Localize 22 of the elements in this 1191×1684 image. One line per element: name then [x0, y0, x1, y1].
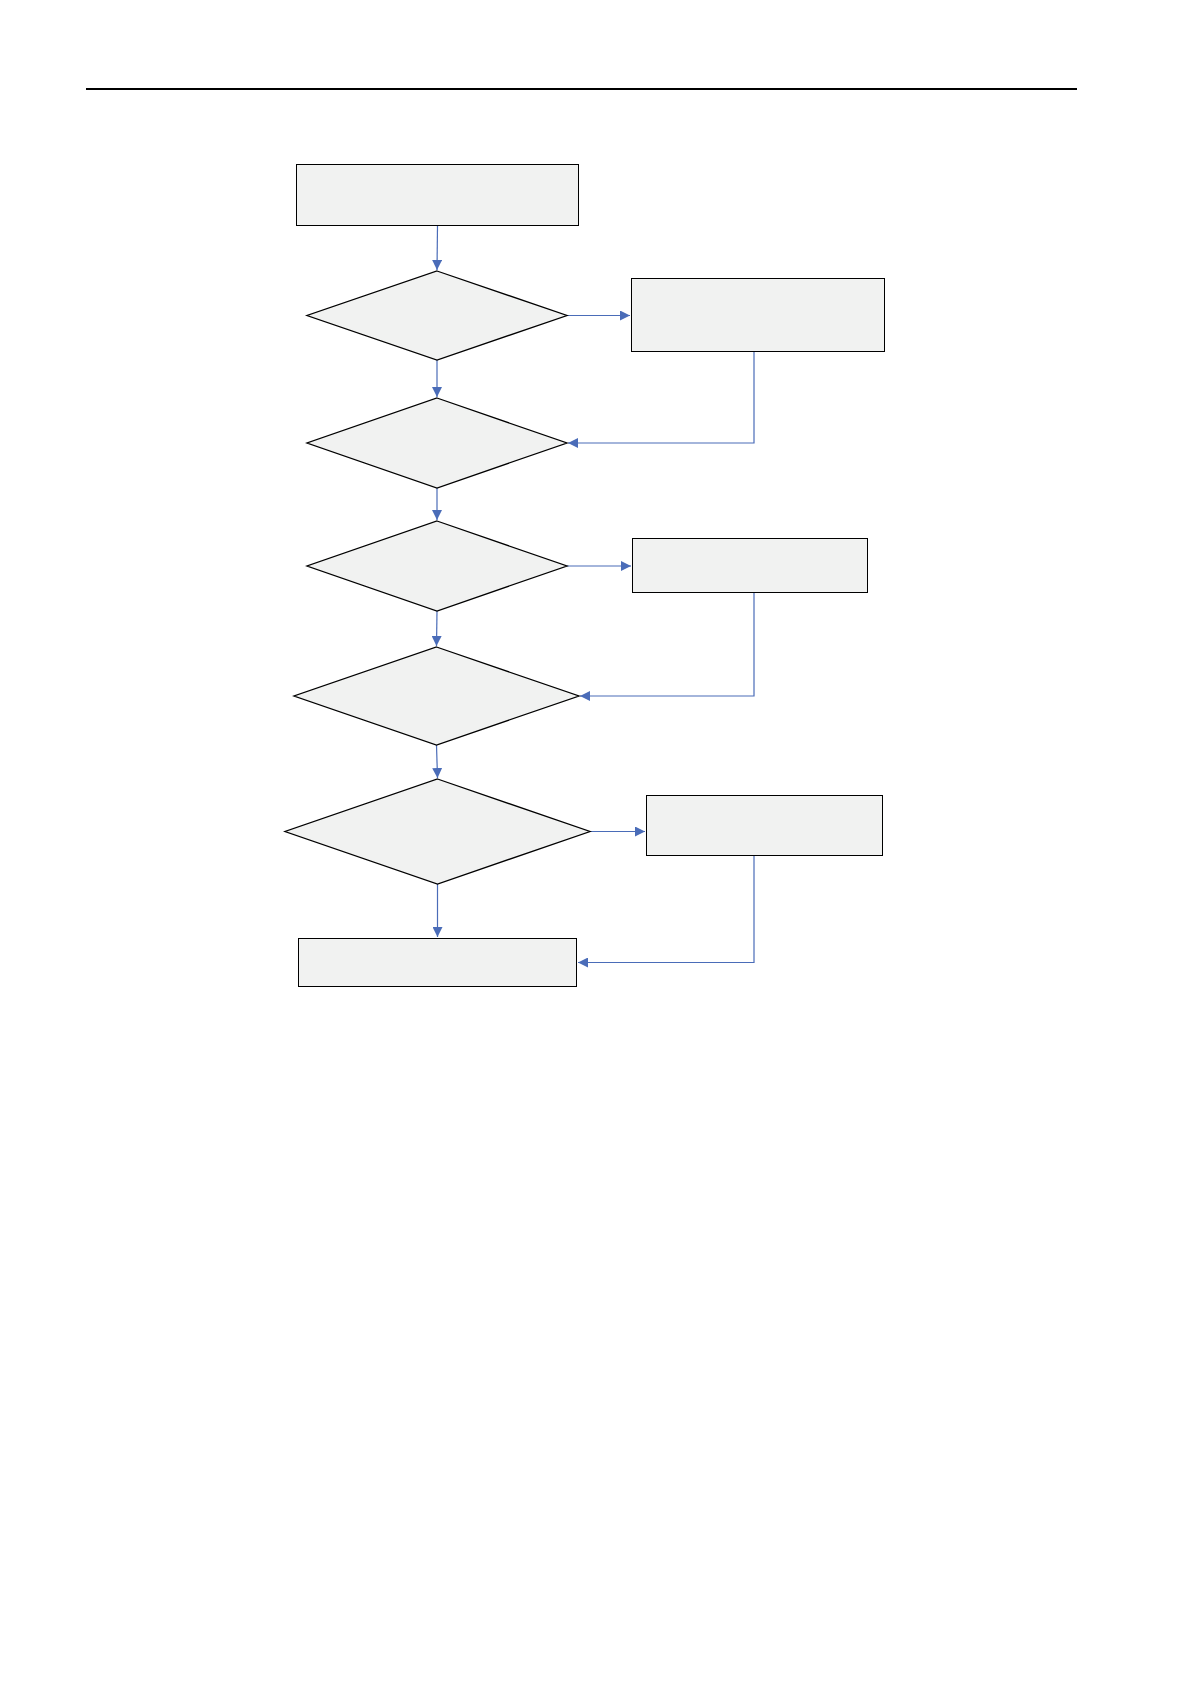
arrow — [431, 610, 442, 647]
decision-diamond — [294, 647, 579, 745]
arrow — [567, 351, 755, 448]
arrow — [432, 487, 442, 521]
process-box — [631, 278, 885, 352]
arrow — [589, 826, 646, 837]
arrow — [432, 883, 443, 938]
process-box — [646, 795, 883, 856]
decision-diamond — [307, 398, 567, 488]
arrow — [577, 855, 755, 968]
decision-diamond — [285, 779, 590, 884]
arrow — [566, 561, 632, 571]
process-box — [298, 938, 577, 987]
arrow — [566, 310, 631, 321]
arrow — [432, 359, 442, 398]
arrow — [432, 744, 443, 779]
decision-diamond — [307, 521, 567, 611]
arrow — [432, 225, 443, 271]
decision-diamond — [307, 271, 567, 360]
arrow — [579, 592, 755, 701]
process-box — [632, 538, 868, 593]
process-box — [296, 164, 579, 226]
